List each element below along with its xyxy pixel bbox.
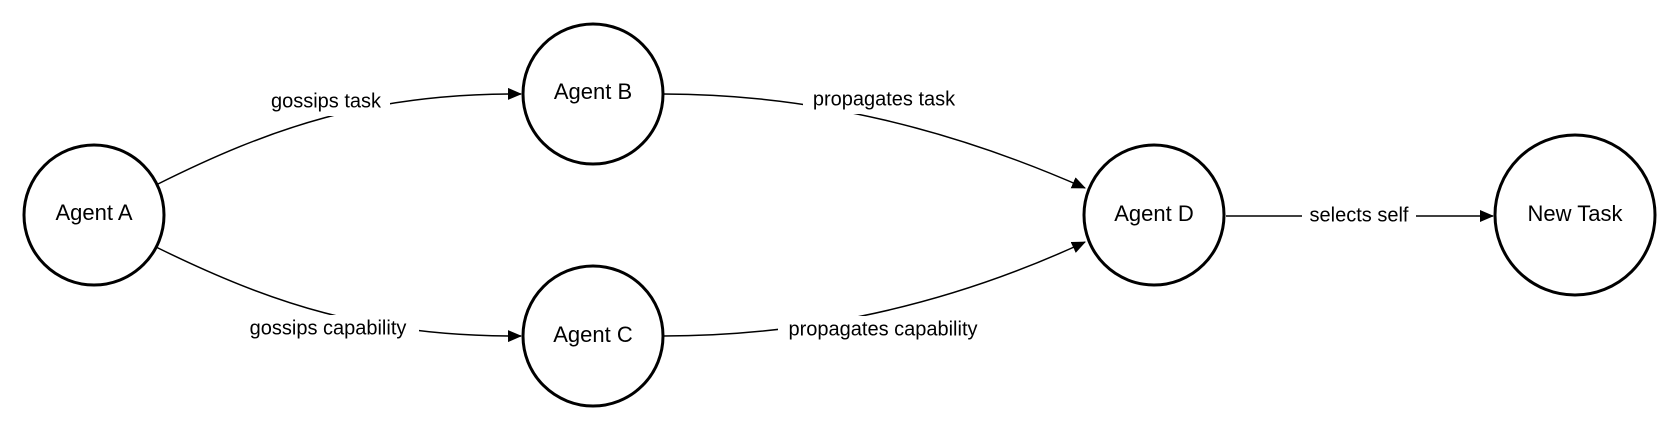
- edge-a-to-c: gossips capability: [155, 246, 522, 343]
- edge-c-to-d: propagates capability: [662, 241, 1086, 344]
- node-new-task: New Task: [1493, 133, 1657, 297]
- edge-a-to-b-label: gossips task: [271, 90, 382, 112]
- node-agent-b-label: Agent B: [554, 79, 632, 104]
- node-new-task-circle: [1493, 133, 1657, 297]
- node-agent-b: Agent B: [521, 22, 665, 166]
- edge-b-to-d-label: propagates task: [813, 88, 956, 110]
- node-agent-c-label: Agent C: [553, 322, 633, 347]
- node-agent-a: Agent A: [22, 143, 166, 287]
- edge-d-to-task: selects self: [1226, 202, 1494, 230]
- edge-a-to-b-line: [155, 87, 522, 186]
- node-agent-b-circle: [521, 22, 665, 166]
- edge-b-to-d-line: [662, 93, 1086, 189]
- node-agent-a-circle: [22, 143, 166, 287]
- edge-a-to-c-line: [155, 246, 522, 343]
- edge-a-to-b-label-bg: [262, 88, 390, 116]
- edge-b-to-d: propagates task: [662, 86, 1086, 189]
- node-new-task-label: New Task: [1528, 201, 1624, 226]
- edge-b-to-d-label-bg: [803, 86, 965, 114]
- edge-c-to-d-label: propagates capability: [788, 318, 977, 340]
- edge-c-to-d-label-bg: [778, 316, 988, 344]
- node-agent-d-label: Agent D: [1114, 201, 1194, 226]
- node-agent-a-label: Agent A: [55, 200, 132, 225]
- edge-a-to-c-label: gossips capability: [250, 317, 407, 339]
- edge-d-to-task-label-bg: [1302, 202, 1416, 230]
- edge-a-to-b: gossips task: [155, 87, 522, 186]
- node-agent-c: Agent C: [521, 264, 665, 408]
- node-agent-d: Agent D: [1082, 143, 1226, 287]
- edge-c-to-d-line: [662, 241, 1086, 337]
- node-agent-d-circle: [1082, 143, 1226, 287]
- node-agent-c-circle: [521, 264, 665, 408]
- edge-a-to-c-label-bg: [237, 315, 419, 343]
- edge-d-to-task-label: selects self: [1310, 204, 1409, 226]
